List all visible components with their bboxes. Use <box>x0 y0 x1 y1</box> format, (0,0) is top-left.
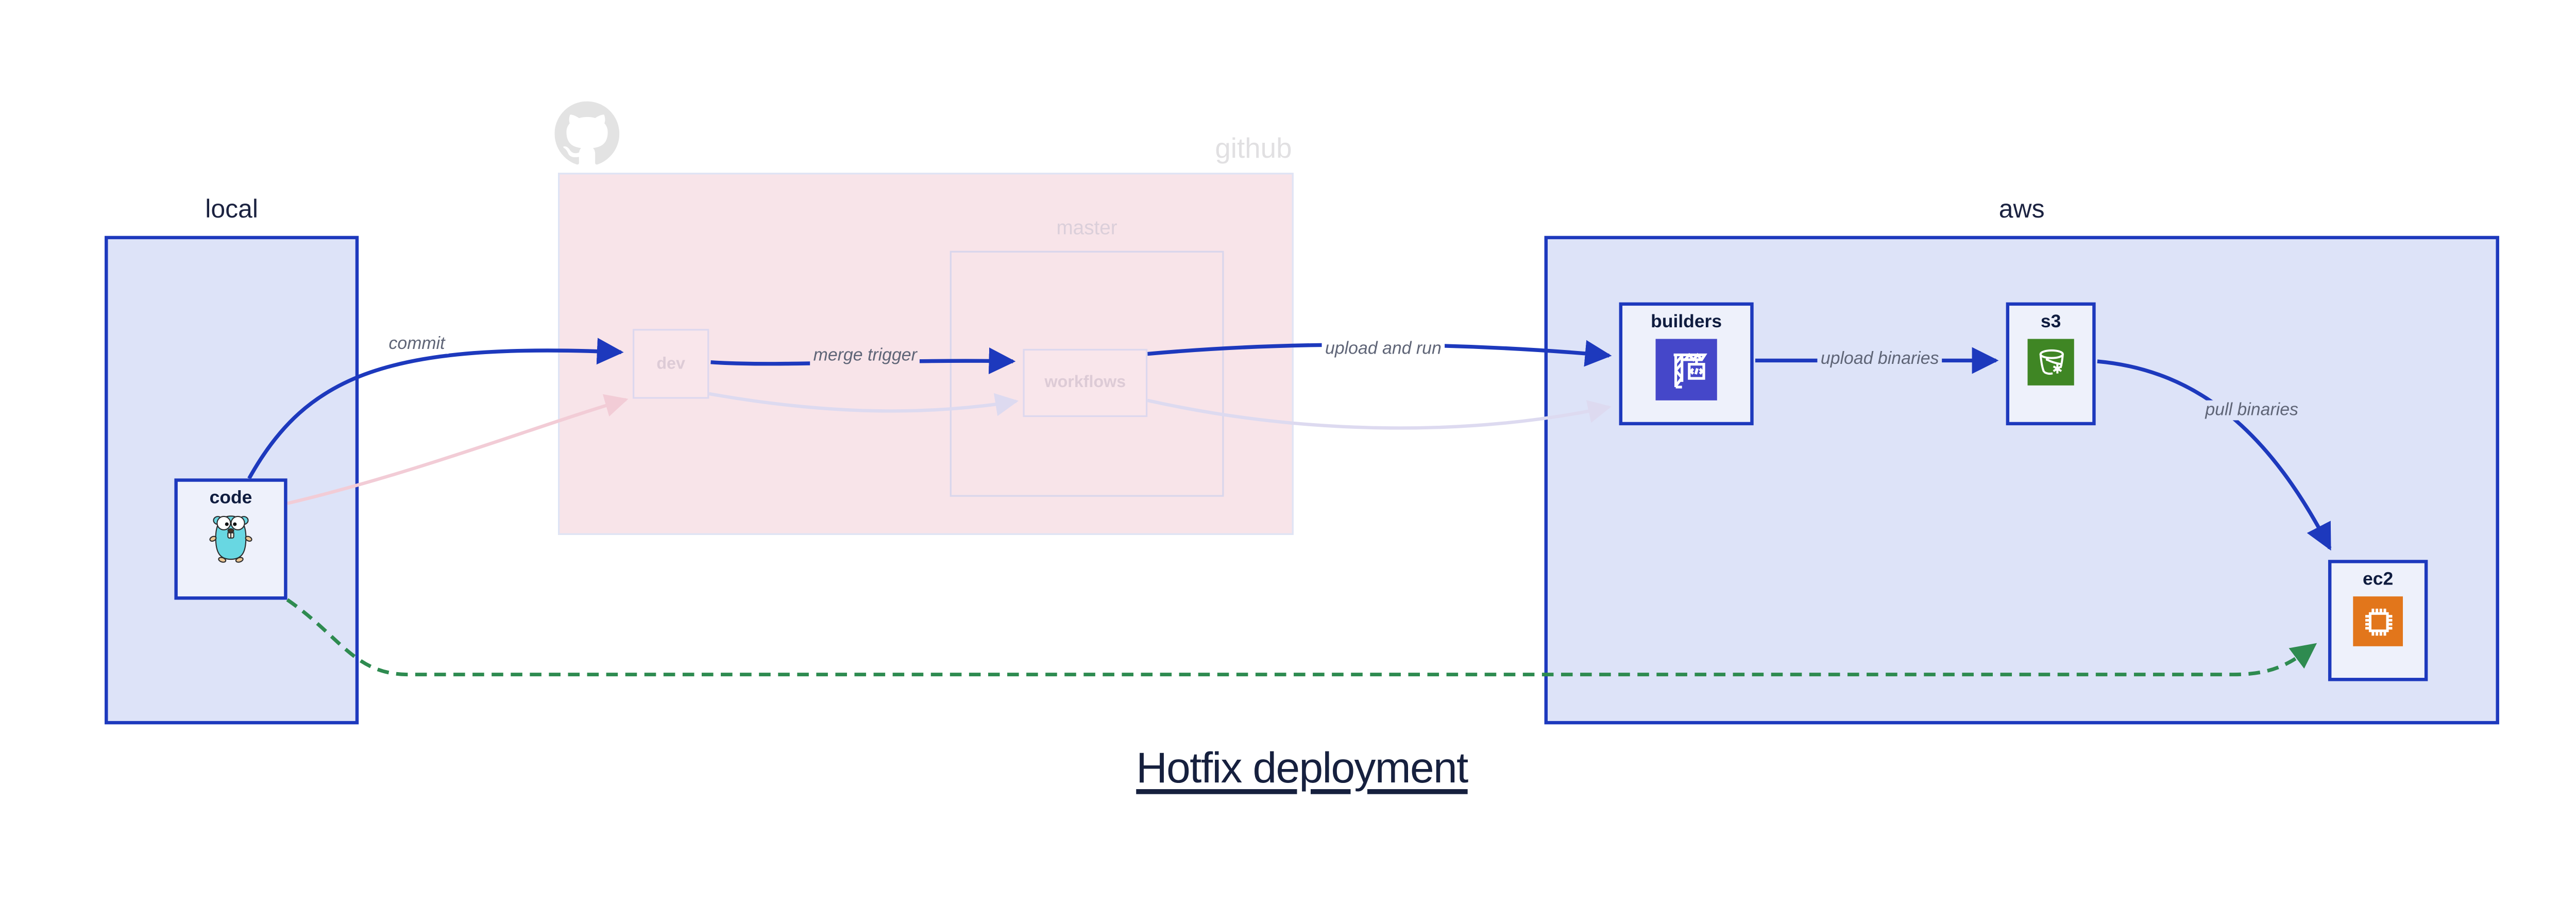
node-dev: dev <box>633 329 709 399</box>
edge-commit <box>247 338 624 480</box>
node-ec2: ec2 <box>2328 560 2428 681</box>
github-octocat-icon <box>554 101 620 165</box>
edge-label-upload-binaries: upload binaries <box>1817 348 1942 369</box>
node-code-label: code <box>209 488 252 509</box>
aws-group-label: aws <box>1998 196 2045 225</box>
local-group-label: local <box>205 196 259 225</box>
edge-label-pull-binaries: pull binaries <box>2201 400 2302 421</box>
edge-pull-binaries <box>2097 359 2332 551</box>
aws-codebuild-crane-icon <box>1655 339 1717 400</box>
node-builders-label: builders <box>1651 312 1722 332</box>
s3-glacier-bucket-icon <box>2027 339 2074 386</box>
node-dev-label: dev <box>656 355 685 373</box>
node-s3-label: s3 <box>2040 312 2061 332</box>
node-builders: builders <box>1619 302 1754 426</box>
node-code: code <box>174 478 287 600</box>
node-s3: s3 <box>2006 302 2096 426</box>
node-workflows-label: workflows <box>1044 374 1126 392</box>
edge-faded-dev-workflows <box>708 392 1019 416</box>
ec2-chip-icon <box>2353 596 2403 646</box>
node-workflows: workflows <box>1023 348 1148 417</box>
go-gopher-icon <box>209 515 252 563</box>
github-group-label: github <box>1215 132 1292 165</box>
edge-label-commit: commit <box>385 333 449 354</box>
edge-faded-workflows-builders <box>1147 398 1612 430</box>
node-ec2-label: ec2 <box>2363 570 2394 590</box>
master-group-box <box>950 250 1224 497</box>
edge-label-merge-trigger: merge trigger <box>810 345 921 366</box>
edge-faded-code-dev <box>286 394 629 505</box>
edge-hotfix-dashed <box>286 598 2317 677</box>
master-group-label: master <box>1056 216 1117 240</box>
edge-label-upload-and-run: upload and run <box>1321 339 1445 359</box>
diagram-title: Hotfix deployment <box>1136 742 1468 793</box>
